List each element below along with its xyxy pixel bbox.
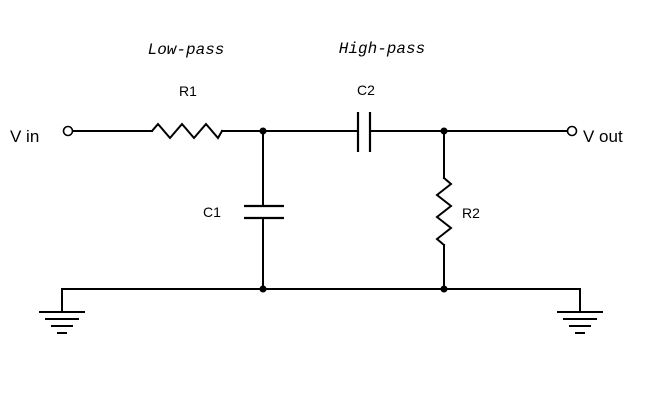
r1-label: R1 — [179, 83, 197, 99]
ground-node-r2 — [440, 285, 448, 293]
low-pass-section-label: Low-pass — [148, 41, 225, 59]
ground-node-c1 — [259, 285, 267, 293]
c2-label: C2 — [357, 82, 375, 98]
c1-label: C1 — [203, 204, 221, 220]
left-ground-icon — [39, 288, 85, 334]
output-terminal — [566, 125, 578, 137]
r2-resistor — [435, 176, 453, 247]
output-port-label: V out — [583, 127, 623, 146]
right-ground-icon — [557, 288, 603, 334]
r2-label: R2 — [462, 205, 480, 221]
input-terminal — [62, 125, 74, 137]
r1-resistor — [150, 122, 224, 140]
high-pass-section-label: High-pass — [339, 40, 425, 58]
input-port-label: V in — [10, 127, 39, 146]
